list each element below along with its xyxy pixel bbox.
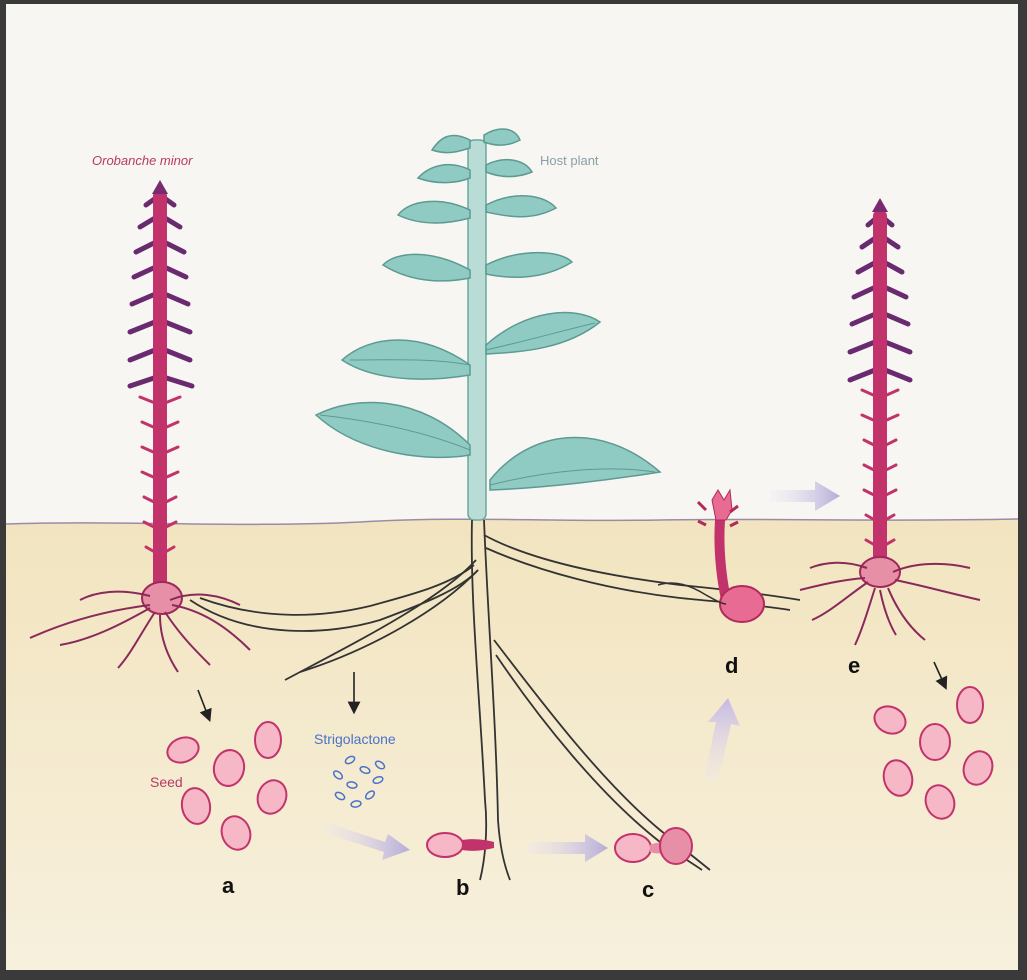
stage-label-a: a	[222, 873, 235, 898]
orobanche-stem-right	[873, 210, 887, 570]
label-strigolactone: Strigolactone	[314, 731, 396, 747]
label-host-plant: Host plant	[540, 153, 599, 168]
label-seed: Seed	[150, 774, 183, 790]
stage-label-e: e	[848, 653, 860, 678]
orobanche-stem-left	[153, 190, 167, 590]
stage-label-c: c	[642, 877, 654, 902]
host-stem	[468, 140, 486, 520]
stage-label-d: d	[725, 653, 738, 678]
label-orobanche-minor: Orobanche minor	[92, 153, 193, 168]
stage-label-b: b	[456, 875, 469, 900]
